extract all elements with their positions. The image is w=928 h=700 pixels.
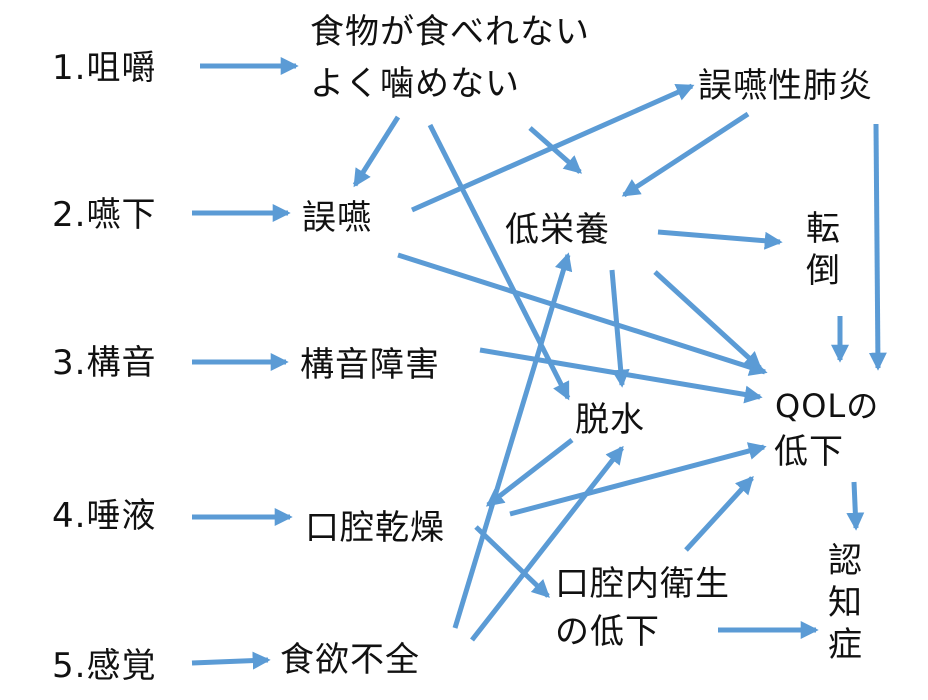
node-dry-mouth: 口腔乾燥 — [305, 508, 445, 548]
arrow-eat-to-malnutrition — [528, 126, 583, 174]
node-qol-line1: QOLの — [775, 387, 880, 425]
node-oral-hygiene-line2: の低下 — [555, 612, 660, 652]
node-appetite-loss: 食欲不全 — [280, 640, 420, 680]
arrow-eat-to-aspiration — [352, 115, 401, 188]
node-cannot-eat-line2: よく噛めない — [310, 64, 520, 104]
node-dementia-char3: 症 — [828, 625, 862, 665]
node-dementia-char1: 認 — [828, 541, 862, 581]
arrow-drymouth-to-qol — [509, 442, 767, 517]
node-dehydration: 脱水 — [575, 400, 645, 440]
node-qol-line2: 低下 — [774, 432, 844, 472]
arrow-aspiration-to-pneumonia — [410, 83, 695, 213]
node-fall-char1: 転 — [806, 209, 840, 249]
arrow-pneumonia-to-qol — [868, 123, 887, 371]
arrow-aspiration-to-qol — [397, 252, 768, 376]
arrow-appetite-to-malnutrition — [452, 252, 573, 629]
node-articulation-disorder: 構音障害 — [300, 345, 440, 385]
arrow-qol-to-dementia — [846, 481, 865, 531]
node-4-saliva: 4.唾液 — [52, 496, 157, 536]
node-cannot-eat-line1: 食物が食べれない — [310, 12, 590, 52]
node-fall-char2: 倒 — [806, 251, 840, 291]
node-2-swallowing: 2.嚥下 — [52, 195, 157, 235]
arrow-drymouth-to-hygiene — [474, 525, 550, 598]
arrow-eat-to-dehydration — [427, 123, 571, 401]
arrow-hygiene-to-qol — [684, 476, 754, 552]
node-5-sensation: 5.感覚 — [52, 646, 157, 686]
arrow-appetite-to-dehydration — [470, 445, 624, 642]
node-1-chewing: 1.咀嚼 — [52, 48, 157, 88]
arrow-n5-to-appetite — [191, 651, 271, 670]
arrow-pneumonia-to-malnutrition — [621, 111, 750, 198]
node-fall: 転 倒 — [806, 208, 840, 292]
arrow-malnutrition-to-qol — [653, 270, 762, 370]
edge-group — [191, 57, 887, 670]
arrow-malnutrition-to-dehydration — [609, 269, 630, 388]
node-3-articulation: 3.構音 — [52, 343, 157, 383]
node-dementia-char2: 知 — [828, 583, 862, 623]
node-aspiration: 誤嚥 — [302, 198, 372, 238]
arrow-articulation-to-qol — [479, 347, 763, 404]
arrow-dehydration-to-drymouth — [485, 438, 574, 507]
node-malnutrition: 低栄養 — [505, 210, 610, 250]
node-oral-hygiene-line1: 口腔内衛生 — [555, 564, 730, 604]
node-dementia: 認 知 症 — [828, 540, 862, 666]
node-aspiration-pneumonia: 誤嚥性肺炎 — [698, 66, 873, 106]
arrow-malnutrition-to-fall — [657, 229, 783, 250]
